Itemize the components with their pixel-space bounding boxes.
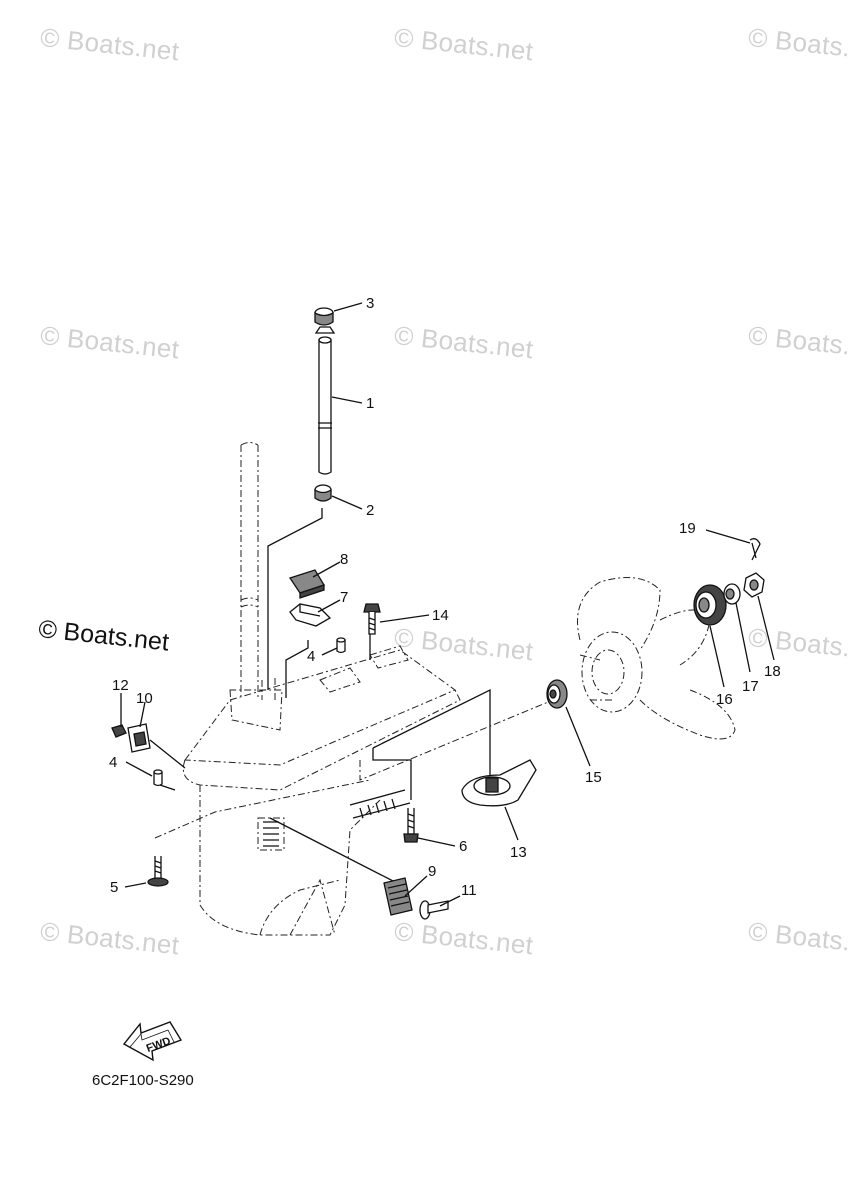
part-number-8: 8 [340, 551, 348, 568]
part-15-thrust-washer [546, 679, 568, 709]
part-2-grommet [314, 484, 332, 502]
part-10-anode [127, 723, 151, 753]
part-number-5: 5 [110, 879, 118, 896]
callout-leaders [120, 302, 775, 907]
part-16-spacer [693, 584, 727, 626]
part-number-9: 9 [428, 863, 436, 880]
part-number-16: 16 [716, 691, 733, 708]
part-number-4-lower: 4 [109, 754, 117, 771]
part-3-grommet [314, 307, 334, 326]
part-number-10: 10 [136, 690, 153, 707]
part-4-dowel-pin [336, 637, 346, 654]
part-number-15: 15 [585, 769, 602, 786]
part-1-water-tube [314, 326, 336, 475]
diagram-code: 6C2F100-S290 [92, 1072, 194, 1089]
part-numbers: 3 1 2 8 7 4 14 12 10 4 5 6 13 9 11 15 16… [109, 295, 781, 899]
part-number-1: 1 [366, 395, 374, 412]
part-number-12: 12 [112, 677, 129, 694]
part-number-2: 2 [366, 502, 374, 519]
part-number-14: 14 [432, 607, 449, 624]
part-5-bolt [147, 856, 169, 887]
part-number-13: 13 [510, 844, 527, 861]
part-number-4: 4 [307, 648, 315, 665]
part-9-grille [383, 877, 413, 916]
part-number-19: 19 [679, 520, 696, 537]
part-6-bolt [403, 808, 419, 843]
part-4-dowel-pin-lower [153, 769, 163, 787]
part-13-trim-tab [461, 759, 537, 807]
part-number-7: 7 [340, 589, 348, 606]
part-number-6: 6 [459, 838, 467, 855]
part-18-nut [743, 572, 765, 598]
part-12-nut [111, 724, 127, 738]
fwd-arrow-icon: FWD [122, 1021, 183, 1062]
part-number-18: 18 [764, 663, 781, 680]
part-17-washer [723, 583, 741, 605]
part-number-11: 11 [461, 882, 477, 899]
lower-unit-housing [182, 442, 461, 936]
part-number-17: 17 [742, 678, 759, 695]
part-19-cotter-pin [749, 538, 761, 561]
assembly-lines [149, 508, 554, 883]
part-14-bolt [363, 603, 381, 635]
part-7-bracket [289, 603, 332, 627]
part-number-3: 3 [366, 295, 374, 312]
